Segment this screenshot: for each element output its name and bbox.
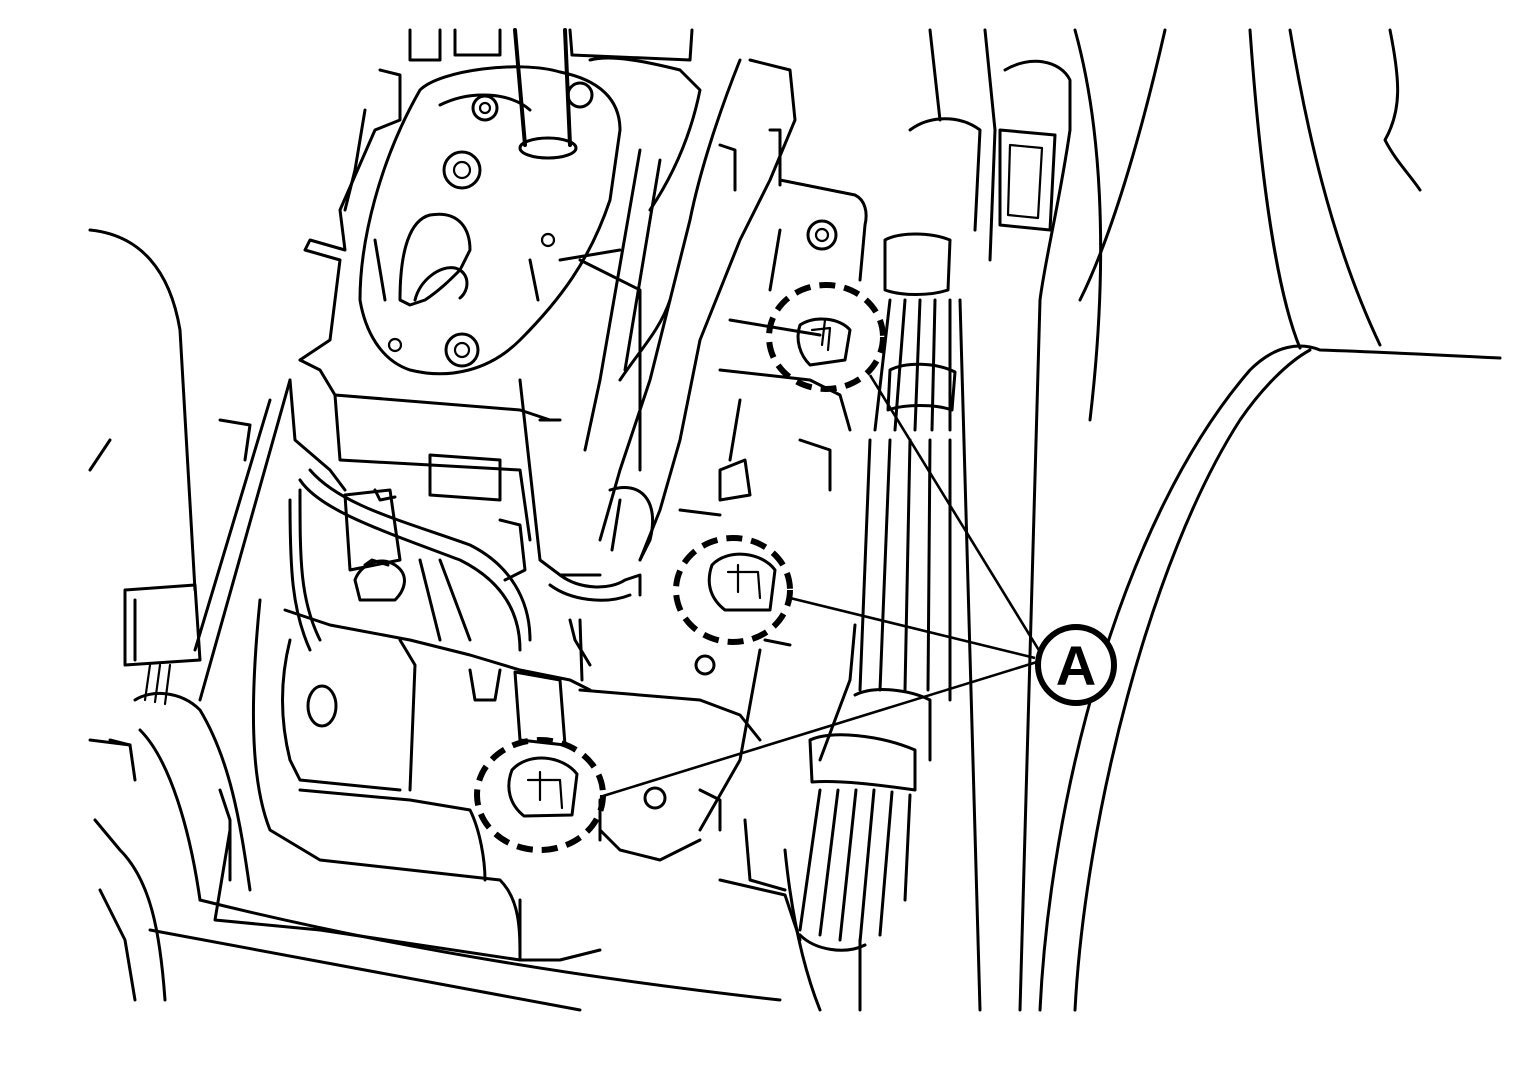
callout-a-circle <box>1035 624 1117 706</box>
clip-middle <box>673 535 793 645</box>
callout-leaders <box>602 374 1042 798</box>
right-console-panel <box>928 28 1072 1012</box>
callout-a-label: A <box>1056 634 1096 697</box>
lower-console-base <box>93 598 857 1012</box>
clip-upper <box>766 282 886 392</box>
callout-a: A <box>1035 624 1117 706</box>
shift-lever-assembly <box>358 28 702 376</box>
mounting-plate <box>678 178 868 517</box>
center-wire-loop <box>288 468 642 652</box>
shift-bracket <box>558 58 797 562</box>
clip-lower <box>474 737 606 853</box>
right-seat <box>1038 28 1502 1012</box>
selector-housing <box>288 68 672 577</box>
wire-harness-right <box>798 117 982 1012</box>
left-wiring-and-connector <box>88 228 292 902</box>
